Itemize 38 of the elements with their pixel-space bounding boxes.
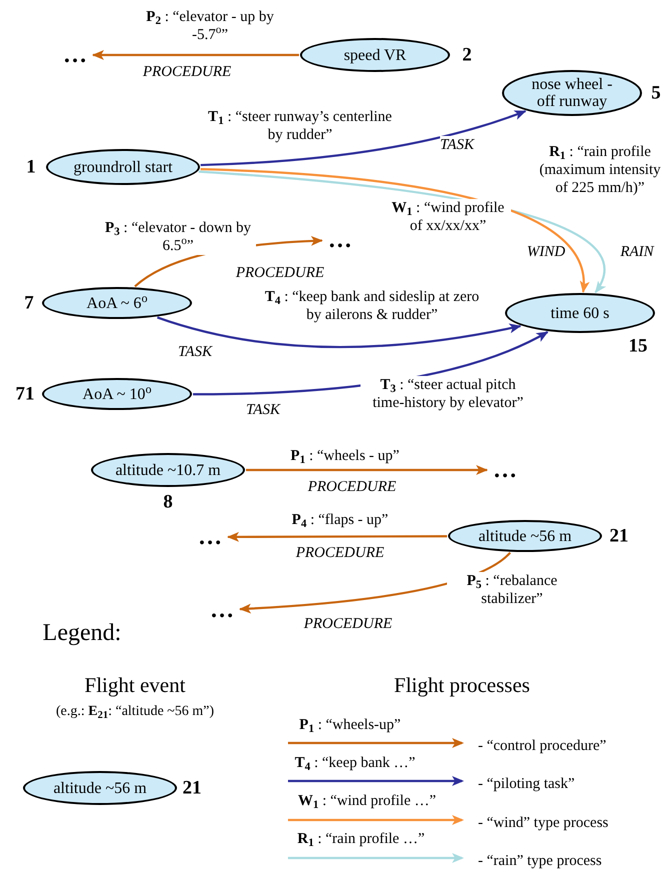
arrow: [239, 552, 511, 614]
continuation-dots: …: [205, 599, 239, 621]
event-ellipse: altitude ~56 m: [23, 771, 177, 805]
arrow: [200, 110, 526, 166]
event-number: 8: [163, 492, 173, 512]
continuation-dots: …: [58, 44, 92, 66]
event-number: 21: [182, 778, 202, 798]
event-ellipse: AoA ~ 10$^{o}$: [42, 378, 192, 410]
event-number: 15: [628, 336, 648, 356]
event-number: 7: [24, 294, 34, 312]
event-number: 71: [16, 384, 34, 404]
legend-process-label: W$_{1}$ : “wind profile …”: [298, 792, 436, 811]
event-ellipse: AoA ~ 6$^{o}$: [42, 287, 192, 319]
legend-label: - “wind” type process: [478, 814, 608, 833]
legend-process-label: T$_{4}$ : “keep bank …”: [294, 754, 416, 773]
legend-process-label: P$_{1}$ : “wheels-up”: [299, 716, 401, 735]
event-ellipse: groundroll start: [46, 149, 200, 185]
event-ellipse: altitude ~56 m: [448, 520, 602, 552]
continuation-dots: …: [323, 229, 357, 251]
event-ellipse: altitude ~10.7 m: [91, 453, 245, 487]
event-number: 2: [462, 46, 472, 64]
arrow: [92, 50, 299, 60]
event-number: 21: [610, 526, 628, 546]
arrow: [156, 316, 522, 348]
example-note: (e.g.: E$_{21}$: “altitude ~56 m”): [56, 703, 214, 720]
continuation-dots: …: [193, 526, 227, 548]
legend-label: - “piloting task”: [478, 775, 575, 794]
legend-process-label: R$_{1}$ : “rain profile …”: [297, 830, 425, 849]
legend-label: - “rain” type process: [478, 852, 602, 869]
continuation-dots: …: [488, 459, 522, 481]
arrow: [246, 465, 488, 475]
event-ellipse: time 60 s: [505, 293, 655, 333]
event-number: 1: [26, 158, 36, 176]
legend-label: - “control procedure”: [478, 737, 606, 756]
event-number: 5: [651, 84, 661, 102]
event-ellipse: speed VR: [300, 38, 450, 72]
event-ellipse: nose wheel - off runway: [502, 70, 642, 116]
arrow: [227, 532, 448, 542]
